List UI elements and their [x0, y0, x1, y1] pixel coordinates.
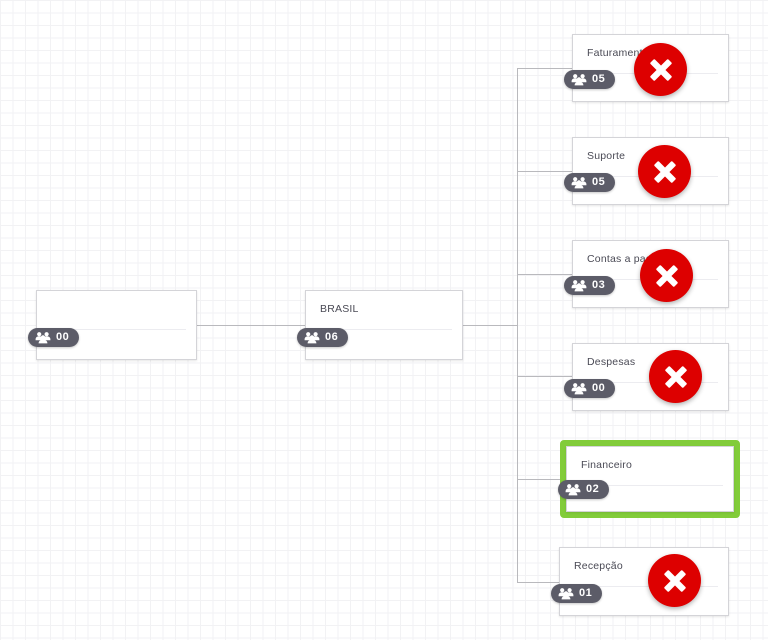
- connector-trunk-to-despesas: [517, 376, 572, 377]
- connector-trunk-to-faturamento: [517, 68, 572, 69]
- member-count-badge[interactable]: 06: [297, 328, 349, 347]
- node-separator: [47, 329, 186, 330]
- org-node-title: Despesas: [587, 356, 636, 368]
- org-node-brasil[interactable]: BRASIL 06: [297, 290, 463, 360]
- node-separator: [316, 329, 452, 330]
- connector-trunk-to-contas-a-pagar: [517, 274, 572, 275]
- users-icon: [304, 331, 320, 344]
- users-icon: [565, 483, 581, 496]
- org-node-title: Recepção: [574, 560, 623, 572]
- member-count-value: 02: [586, 483, 600, 495]
- member-count-value: 06: [325, 331, 339, 343]
- remove-circle-icon[interactable]: [640, 249, 693, 302]
- member-count-badge[interactable]: 05: [564, 173, 616, 192]
- org-node-financeiro[interactable]: Financeiro 02: [558, 446, 734, 512]
- remove-circle-icon[interactable]: [634, 43, 687, 96]
- users-icon: [571, 73, 587, 86]
- users-icon: [571, 382, 587, 395]
- member-count-value: 05: [592, 176, 606, 188]
- member-count-badge[interactable]: 02: [558, 480, 610, 499]
- users-icon: [571, 279, 587, 292]
- org-node-recepcao[interactable]: Recepção 01: [551, 547, 729, 616]
- connector-root-to-brasil: [197, 325, 305, 326]
- member-count-value: 05: [592, 73, 606, 85]
- node-separator: [577, 485, 723, 486]
- connector-trunk-to-suporte: [517, 171, 572, 172]
- users-icon: [558, 587, 574, 600]
- connector-brasil-to-trunk: [463, 325, 518, 326]
- member-count-badge[interactable]: 05: [564, 70, 616, 89]
- member-count-badge[interactable]: 00: [28, 328, 80, 347]
- remove-circle-icon[interactable]: [648, 554, 701, 607]
- member-count-badge[interactable]: 01: [551, 584, 603, 603]
- node-separator: [570, 586, 718, 587]
- org-node-title: BRASIL: [320, 303, 359, 315]
- remove-circle-icon[interactable]: [638, 145, 691, 198]
- member-count-value: 03: [592, 279, 606, 291]
- users-icon: [571, 176, 587, 189]
- member-count-badge[interactable]: 00: [564, 379, 616, 398]
- remove-circle-icon[interactable]: [649, 350, 702, 403]
- connector-trunk-to-financeiro: [517, 479, 565, 480]
- org-node-title: Financeiro: [581, 459, 633, 471]
- member-count-badge[interactable]: 03: [564, 276, 616, 295]
- org-node-title: Faturamento: [587, 47, 649, 59]
- connector-trunk: [517, 68, 518, 582]
- member-count-value: 00: [592, 382, 606, 394]
- users-icon: [35, 331, 51, 344]
- connector-trunk-to-recepcao: [517, 582, 559, 583]
- org-node-root[interactable]: 00: [28, 290, 197, 360]
- member-count-value: 00: [56, 331, 70, 343]
- org-node-title: Suporte: [587, 150, 626, 162]
- member-count-value: 01: [579, 587, 593, 599]
